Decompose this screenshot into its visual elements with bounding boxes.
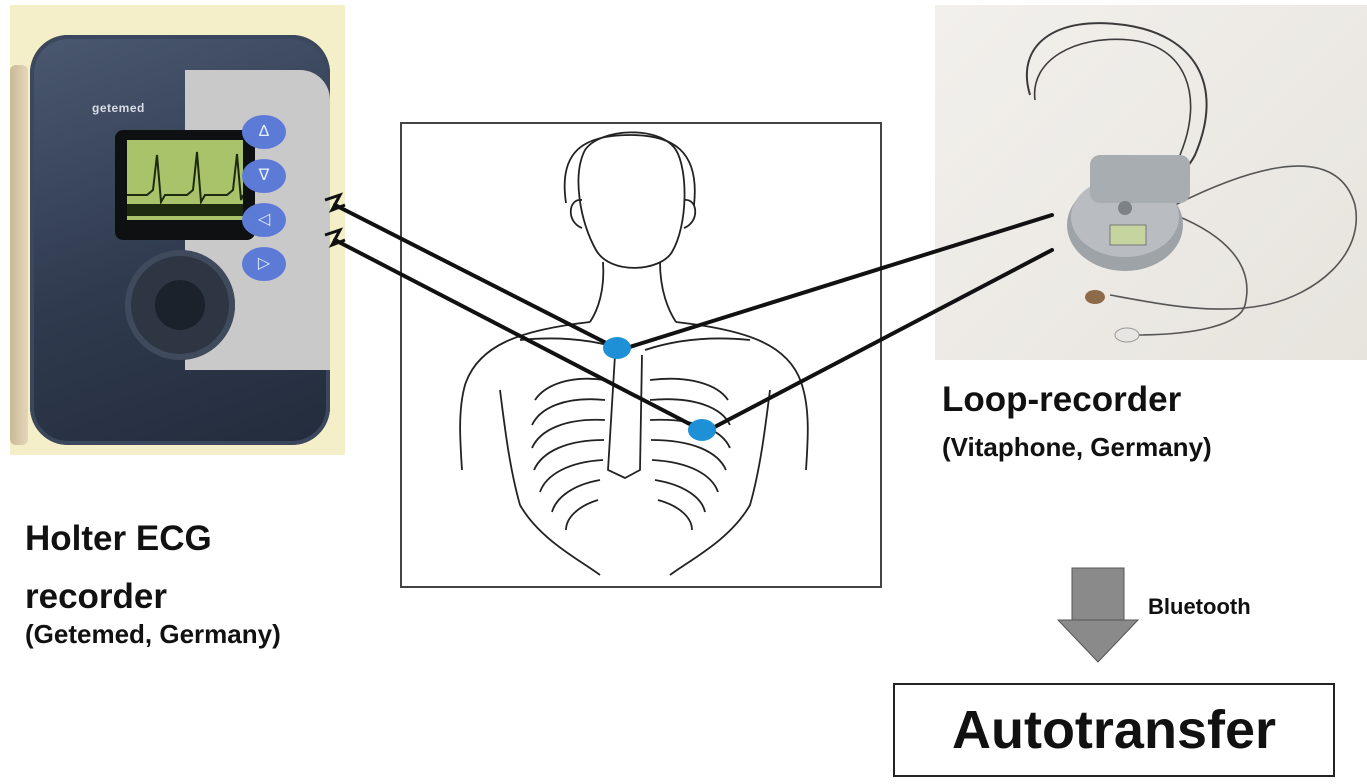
autotransfer-box: Autotransfer [893,683,1335,777]
lower-electrode [688,419,716,441]
holter-title: Holter ECG recorder [25,510,212,626]
holter-lead-line-upper [335,205,620,350]
chest-figure [460,132,808,575]
bluetooth-label: Bluetooth [1148,594,1251,620]
transfer-arrow [1058,568,1138,662]
holter-maker: (Getemed, Germany) [25,619,281,650]
loop-recorder-maker: (Vitaphone, Germany) [942,432,1212,463]
connector-ticks [325,195,345,245]
holter-title-line1: Holter ECG [25,510,212,568]
autotransfer-label: Autotransfer [952,699,1276,761]
loop-recorder-title: Loop-recorder [942,380,1181,420]
holter-title-line2: recorder [25,568,212,626]
holter-lead-line-lower [335,240,705,432]
upper-electrode [603,337,631,359]
